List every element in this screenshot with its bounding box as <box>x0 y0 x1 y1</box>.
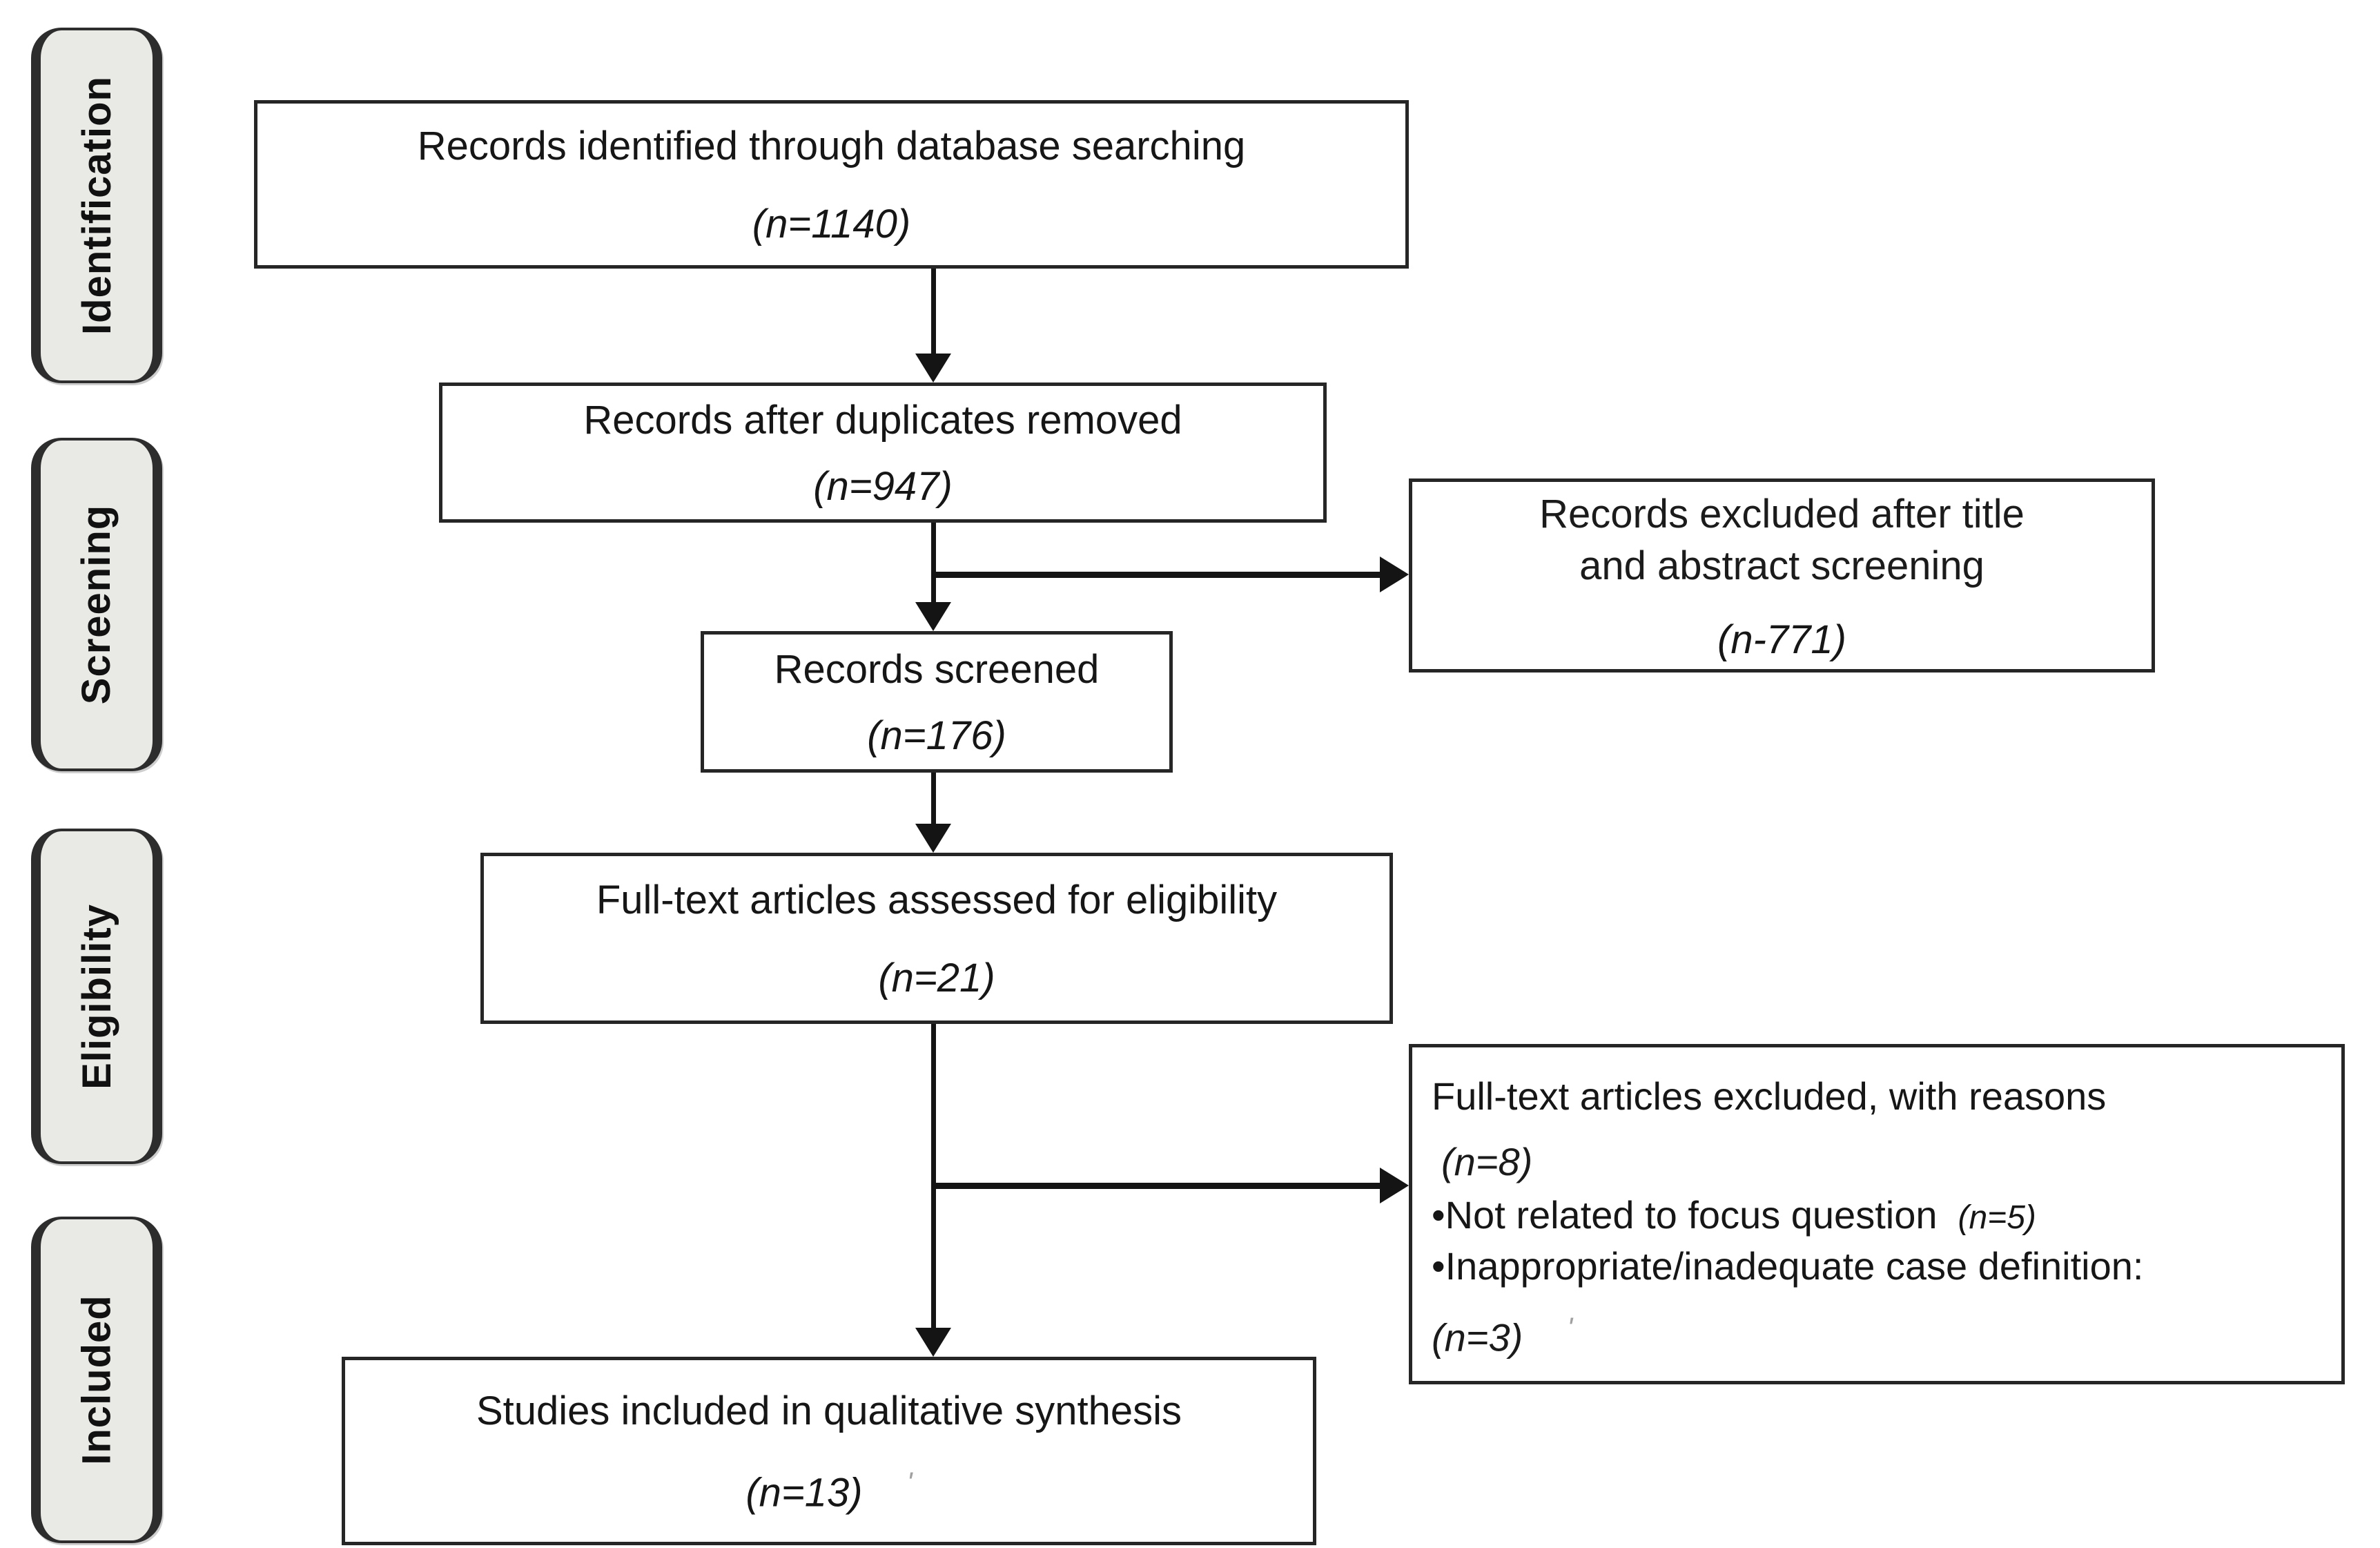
node-fulltext-assessed: Full-text articles assessed for eligibil… <box>480 853 1393 1024</box>
stage-screening: Screening <box>31 438 162 771</box>
node-duplicates-removed: Records after duplicates removed (n=947) <box>439 383 1327 523</box>
branch-to-records-excluded-head <box>1380 557 1409 592</box>
stray-mark: ' <box>906 1465 913 1498</box>
node-fulltext-excluded: Full-text articles excluded, with reason… <box>1409 1044 2345 1384</box>
reason-1-count: (n=5) <box>1958 1199 2036 1236</box>
node-records-excluded: Records excluded after title and abstrac… <box>1409 478 2155 673</box>
fulltext-assessed-label: Full-text articles assessed for eligibil… <box>596 878 1278 923</box>
branch-to-records-excluded-line <box>933 572 1382 578</box>
node-studies-included: Studies included in qualitative synthesi… <box>342 1357 1316 1545</box>
records-excluded-label: Records excluded after title and abstrac… <box>1539 488 2025 592</box>
stage-included-label: Included <box>74 1295 119 1465</box>
reason-1-text: Not related to focus question <box>1445 1193 1938 1237</box>
fulltext-excluded-reason-1: •Not related to focus question (n=5) <box>1432 1190 2036 1241</box>
studies-included-count: (n=13) ' <box>745 1466 912 1516</box>
stage-screening-label: Screening <box>74 504 119 705</box>
reason-2-text: Inappropriate/inadequate case definition… <box>1445 1244 2144 1288</box>
arrow-assessed-to-included-line <box>931 1024 936 1333</box>
fulltext-excluded-title: Full-text articles excluded, with reason… <box>1432 1074 2107 1118</box>
arrow-identified-to-duplicates-line <box>931 269 936 358</box>
fulltext-excluded-count: (n=8) <box>1441 1140 1533 1183</box>
records-excluded-count: (n-771) <box>1717 617 1846 663</box>
records-identified-count: (n=1140) <box>752 201 911 246</box>
records-screened-count: (n=176) <box>867 713 1006 759</box>
bullet-icon: • <box>1432 1244 1445 1288</box>
final-count-value: (n=3) <box>1432 1315 1523 1360</box>
duplicates-removed-label: Records after duplicates removed <box>583 397 1182 443</box>
stage-eligibility-label: Eligibility <box>74 903 119 1090</box>
stray-mark: ' <box>1567 1310 1573 1344</box>
branch-to-fulltext-excluded-head <box>1380 1168 1409 1203</box>
node-records-identified: Records identified through database sear… <box>254 100 1409 269</box>
stage-included: Included <box>31 1217 162 1543</box>
arrow-duplicates-to-screened-line <box>931 523 936 606</box>
duplicates-removed-count: (n=947) <box>813 464 953 510</box>
fulltext-excluded-reason-2: •Inappropriate/inadequate case definitio… <box>1432 1241 2143 1292</box>
records-screened-label: Records screened <box>774 646 1100 692</box>
stage-eligibility: Eligibility <box>31 829 162 1164</box>
arrow-screened-to-assessed-line <box>931 773 936 828</box>
arrow-screened-to-assessed-head <box>915 824 951 853</box>
arrow-identified-to-duplicates-head <box>915 354 951 383</box>
records-identified-label: Records identified through database sear… <box>417 124 1246 169</box>
fulltext-assessed-count: (n=21) <box>878 955 995 1000</box>
arrow-assessed-to-included-head <box>915 1328 951 1357</box>
bullet-icon: • <box>1432 1193 1445 1237</box>
node-records-screened: Records screened (n=176) <box>701 631 1173 773</box>
studies-included-count-value: (n=13) <box>745 1469 863 1515</box>
stage-identification: Identification <box>31 28 162 383</box>
arrow-duplicates-to-screened-head <box>915 602 951 631</box>
stage-identification-label: Identification <box>74 76 119 335</box>
branch-to-fulltext-excluded-line <box>933 1183 1382 1189</box>
fulltext-excluded-final-count: (n=3) ' <box>1432 1311 1572 1360</box>
studies-included-label: Studies included in qualitative synthesi… <box>476 1389 1182 1434</box>
records-excluded-line2: and abstract screening <box>1579 543 1984 588</box>
records-excluded-line1: Records excluded after title <box>1539 491 2025 536</box>
